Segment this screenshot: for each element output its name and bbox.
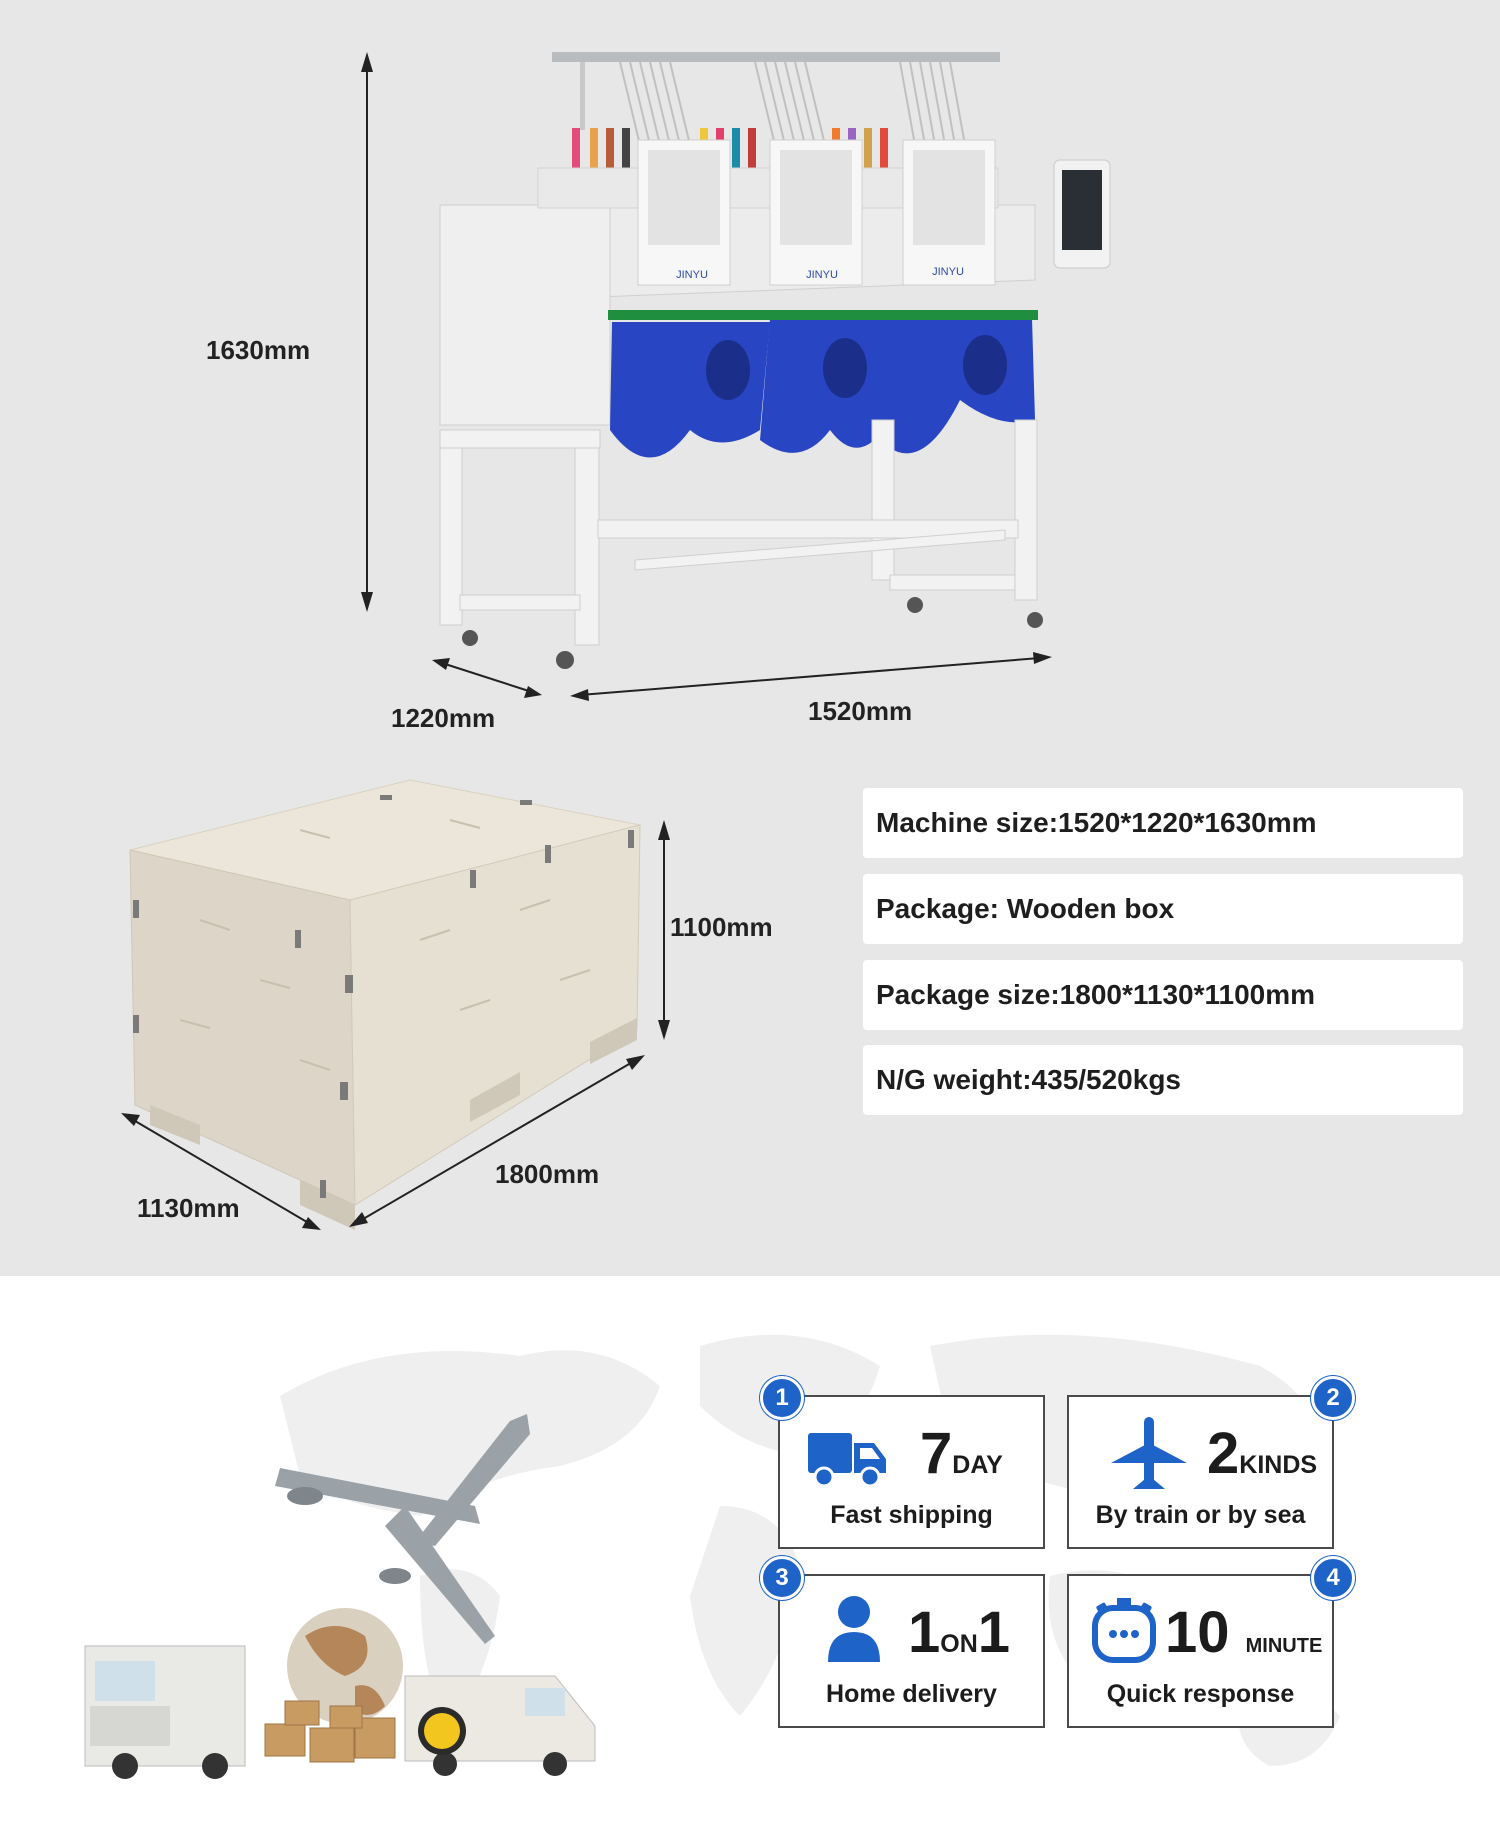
machine-width-label: 1520mm bbox=[808, 696, 913, 726]
clock-icon bbox=[1092, 1598, 1156, 1663]
feature-badge-3: 3 bbox=[760, 1556, 804, 1600]
machine-brand-2: JINYU bbox=[806, 269, 838, 281]
spec-machine-size: Machine size:1520*1220*1630mm bbox=[863, 788, 1463, 858]
feature-4-unit: MINUTE bbox=[1245, 1635, 1323, 1657]
shipping-panel: 7DAY Fast shipping 1 2KINDS By train or … bbox=[0, 1276, 1500, 1837]
feature-1-value: 7DAY bbox=[920, 1421, 1003, 1486]
feature-3-mid: ON bbox=[940, 1630, 978, 1658]
specification-panel: JINYU JINYU JINYU bbox=[0, 0, 1500, 1276]
feature-1-unit: DAY bbox=[952, 1451, 1003, 1479]
logistics-image bbox=[84, 1414, 596, 1779]
machine-brand-1: JINYU bbox=[676, 269, 708, 281]
feature-badge-1: 1 bbox=[760, 1376, 804, 1420]
feature-card-transport: 2KINDS By train or by sea bbox=[1067, 1395, 1334, 1549]
box-depth-label: 1130mm bbox=[137, 1193, 240, 1223]
feature-badge-4: 4 bbox=[1311, 1556, 1355, 1600]
feature-4-value: 10 MINUTE bbox=[1165, 1600, 1323, 1665]
feature-card-fast-shipping: 7DAY Fast shipping bbox=[778, 1395, 1045, 1549]
spec-weight: N/G weight:435/520kgs bbox=[863, 1045, 1463, 1115]
feature-2-caption: By train or by sea bbox=[1095, 1501, 1306, 1529]
feature-badge-2: 2 bbox=[1311, 1376, 1355, 1420]
feature-4-caption: Quick response bbox=[1106, 1680, 1295, 1708]
box-height-label: 1100mm bbox=[670, 912, 773, 942]
embroidery-machine-image: JINYU JINYU JINYU bbox=[361, 52, 1111, 701]
feature-2-unit: KINDS bbox=[1239, 1451, 1318, 1479]
machine-depth-label: 1220mm bbox=[391, 703, 496, 733]
feature-3-value: 1ON1 bbox=[908, 1600, 1011, 1665]
airplane-icon bbox=[1111, 1417, 1187, 1489]
feature-3-caption: Home delivery bbox=[826, 1680, 997, 1708]
box-length-label: 1800mm bbox=[495, 1159, 600, 1189]
person-icon bbox=[828, 1596, 880, 1662]
feature-1-caption: Fast shipping bbox=[830, 1501, 993, 1529]
feature-card-quick-response: 10 MINUTE Quick response bbox=[1067, 1574, 1334, 1728]
spec-package-type: Package: Wooden box bbox=[863, 874, 1463, 944]
machine-height-label: 1630mm bbox=[206, 335, 311, 365]
truck-icon bbox=[808, 1433, 886, 1488]
wooden-box-image bbox=[121, 779, 670, 1230]
feature-2-value: 2KINDS bbox=[1207, 1421, 1318, 1486]
spec-package-size: Package size:1800*1130*1100mm bbox=[863, 960, 1463, 1030]
feature-card-home-delivery: 1ON1 Home delivery bbox=[778, 1574, 1045, 1728]
machine-brand-3: JINYU bbox=[932, 266, 964, 278]
